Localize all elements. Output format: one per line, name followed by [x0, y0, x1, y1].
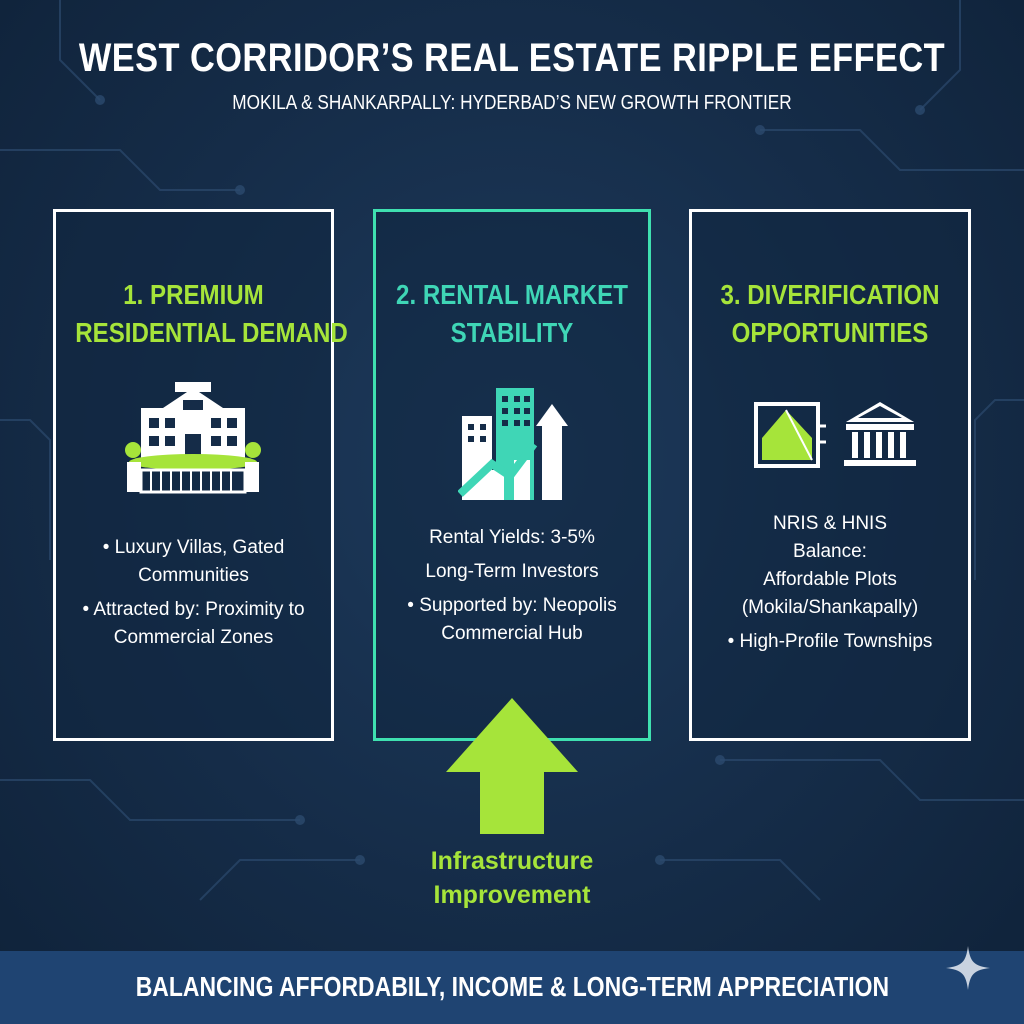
- card-line: Balance:: [793, 541, 867, 562]
- card-line: Long-Term Investors: [425, 561, 599, 582]
- card-premium-residential: 1. PREMIUM RESIDENTIAL DEMAND • Luxury V…: [53, 209, 348, 741]
- card-description: Rental Yields: 3-5% Long-Term Investors …: [376, 524, 648, 648]
- card-line: Commercial Hub: [441, 623, 583, 644]
- card-title-line: 3. DIVERIFICATION: [720, 279, 940, 310]
- card-title: 1. PREMIUM RESIDENTIAL DEMAND: [56, 276, 348, 352]
- card-line: Rental Yields: 3-5%: [429, 527, 595, 548]
- card-rental-market: 2. RENTAL MARKET STABILITY Rental Yields…: [373, 209, 651, 741]
- card-line: • Attracted by: Proximity to: [82, 599, 305, 620]
- gated-villa-icon: [125, 382, 261, 494]
- footer-text: BALANCING AFFORDABILY, INCOME & LONG-TER…: [0, 971, 1024, 1003]
- card-title-line: RESIDENTIAL DEMAND: [75, 317, 348, 348]
- card-line: Commercial Zones: [113, 627, 274, 648]
- page-title: WEST CORRIDOR’S REAL ESTATE RIPPLE EFFEC…: [78, 36, 946, 80]
- footer-text-label: BALANCING AFFORDABILY, INCOME & LONG-TER…: [135, 971, 889, 1002]
- card-title-line: 2. RENTAL MARKET: [396, 279, 628, 310]
- rising-buildings-chart-icon: [458, 388, 568, 500]
- card-line: • High-Profile Townships: [727, 631, 933, 652]
- card-title-line: OPPORTUNITIES: [731, 317, 929, 348]
- card-title: 3. DIVERIFICATION OPPORTUNITIES: [692, 276, 968, 352]
- page-subtitle: MOKILA & SHANKARPALLY: HYDERBAD’S NEW GR…: [232, 92, 792, 114]
- up-arrow-icon: [446, 698, 578, 834]
- card-title: 2. RENTAL MARKET STABILITY: [376, 276, 648, 352]
- card-description: • Luxury Villas, Gated Communities • Att…: [56, 534, 331, 652]
- infrastructure-label: Infrastructure Improvement: [0, 844, 1024, 912]
- card-title-line: 1. PREMIUM: [123, 279, 264, 310]
- card-line: Communities: [138, 565, 249, 586]
- card-title-line: STABILITY: [450, 317, 574, 348]
- card-line: • Luxury Villas, Gated: [102, 537, 285, 558]
- sparkle-icon: [946, 946, 990, 990]
- card-line: NRIS & HNIS: [772, 513, 888, 534]
- card-line: • Supported by: Neopolis: [407, 595, 617, 616]
- footer-bar: BALANCING AFFORDABILY, INCOME & LONG-TER…: [0, 951, 1024, 1024]
- infrastructure-line: Infrastructure: [430, 847, 594, 875]
- plot-and-bank-icon: [754, 402, 916, 468]
- infrastructure-line: Improvement: [433, 881, 591, 909]
- card-line: (Mokila/Shankapally): [741, 597, 919, 618]
- card-diversification: 3. DIVERIFICATION OPPORTUNITIES NRIS & H…: [689, 209, 971, 741]
- card-line: Affordable Plots: [763, 569, 897, 590]
- card-description: NRIS & HNIS Balance: Affordable Plots (M…: [692, 510, 968, 656]
